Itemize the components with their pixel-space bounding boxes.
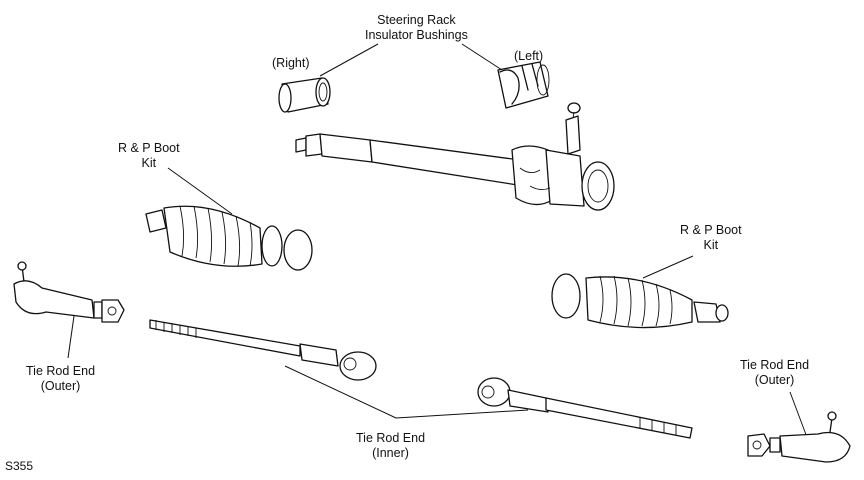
tie-rod-inner-right [477, 377, 693, 439]
leader-lines [67, 43, 809, 441]
label-boot-left: R & P Boot Kit [118, 141, 180, 170]
figure-code: S355 [5, 459, 34, 473]
leader-tre-outer-left [67, 315, 75, 359]
label-boot-right: R & P Boot Kit [680, 223, 742, 252]
leader-boot-right [642, 255, 694, 279]
leader-tre-outer-right [789, 391, 809, 441]
leader-bushing-left [461, 43, 503, 71]
tie-rod-end-outer-left [13, 261, 125, 323]
leader-tre-inner-b [395, 409, 529, 419]
label-tie-rod-end-outer-left: Tie Rod End (Outer) [26, 364, 96, 393]
label-tie-rod-end-outer-right: Tie Rod End (Outer) [740, 358, 810, 387]
leader-boot-left [167, 167, 233, 215]
label-left: (Left) [514, 49, 544, 63]
leader-tre-inner-a [284, 365, 397, 419]
bushing-right [278, 77, 331, 113]
boot-left [145, 205, 313, 271]
label-right: (Right) [272, 56, 310, 70]
tie-rod-inner-left [149, 319, 377, 381]
boot-right [551, 273, 729, 329]
leader-bushing-right [319, 43, 379, 77]
tie-rod-end-outer-right [747, 411, 851, 463]
label-tie-rod-end-inner: Tie Rod End (Inner) [356, 431, 426, 460]
rack-housing [295, 102, 615, 211]
label-bushings: Steering Rack Insulator Bushings [365, 13, 468, 42]
bushing-left [497, 61, 550, 109]
